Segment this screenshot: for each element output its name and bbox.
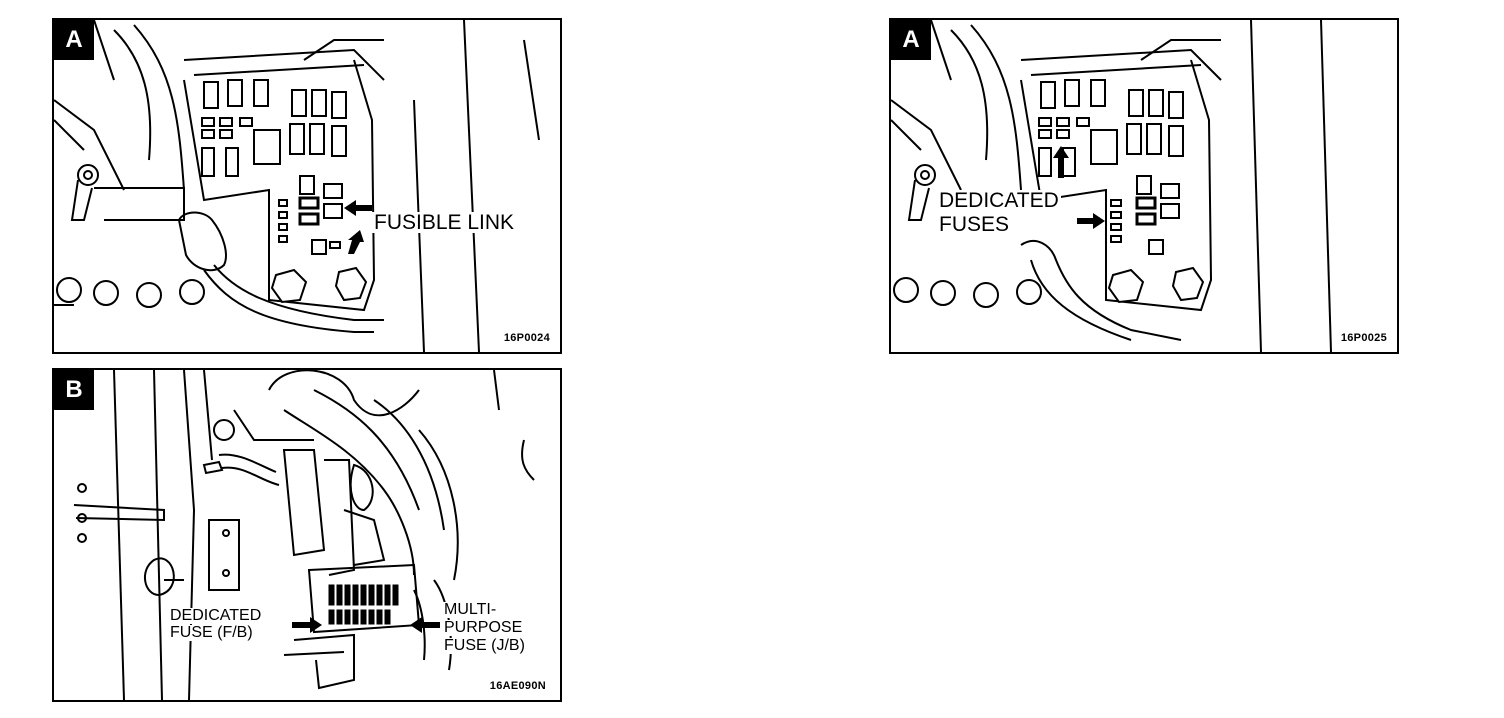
engine-compartment-drawing-a2 <box>891 20 1332 352</box>
callout-fuses: FUSES <box>937 213 1012 236</box>
pointer-arrow-icon <box>344 200 372 216</box>
pointer-arrow-icon <box>292 617 322 633</box>
illustration-panel-a2: A DEDICATED FUSES 16P0025 <box>889 18 1399 354</box>
callout-fuse-jb: FUSE (J/B) <box>442 637 527 654</box>
illustration-panel-b: B DEDICATED FUSE (F/B) MULTI- PURPOSE FU… <box>52 368 562 702</box>
callout-purpose: PURPOSE <box>442 619 525 636</box>
figure-code: 16P0025 <box>1340 332 1387 344</box>
view-badge: B <box>54 370 94 410</box>
callout-dedicated: DEDICATED <box>937 189 1061 212</box>
pointer-arrow-icon <box>1077 213 1105 229</box>
engine-compartment-drawing-a1 <box>54 20 540 352</box>
callout-fusible-link: FUSIBLE LINK <box>372 211 517 234</box>
callout-dedicated: DEDICATED <box>168 607 264 624</box>
view-badge: A <box>54 20 94 60</box>
callout-multi: MULTI- <box>442 601 499 618</box>
pointer-arrow-icon <box>348 230 364 254</box>
view-badge: A <box>891 20 931 60</box>
pointer-arrow-icon <box>1053 146 1069 178</box>
pointer-arrow-icon <box>410 617 440 633</box>
figure-code: 16AE090N <box>489 680 546 692</box>
figure-code: 16P0024 <box>503 332 550 344</box>
illustration-panel-a1: A FUSIBLE LINK 16P0024 <box>52 18 562 354</box>
callout-fuse-fb: FUSE (F/B) <box>168 624 255 641</box>
